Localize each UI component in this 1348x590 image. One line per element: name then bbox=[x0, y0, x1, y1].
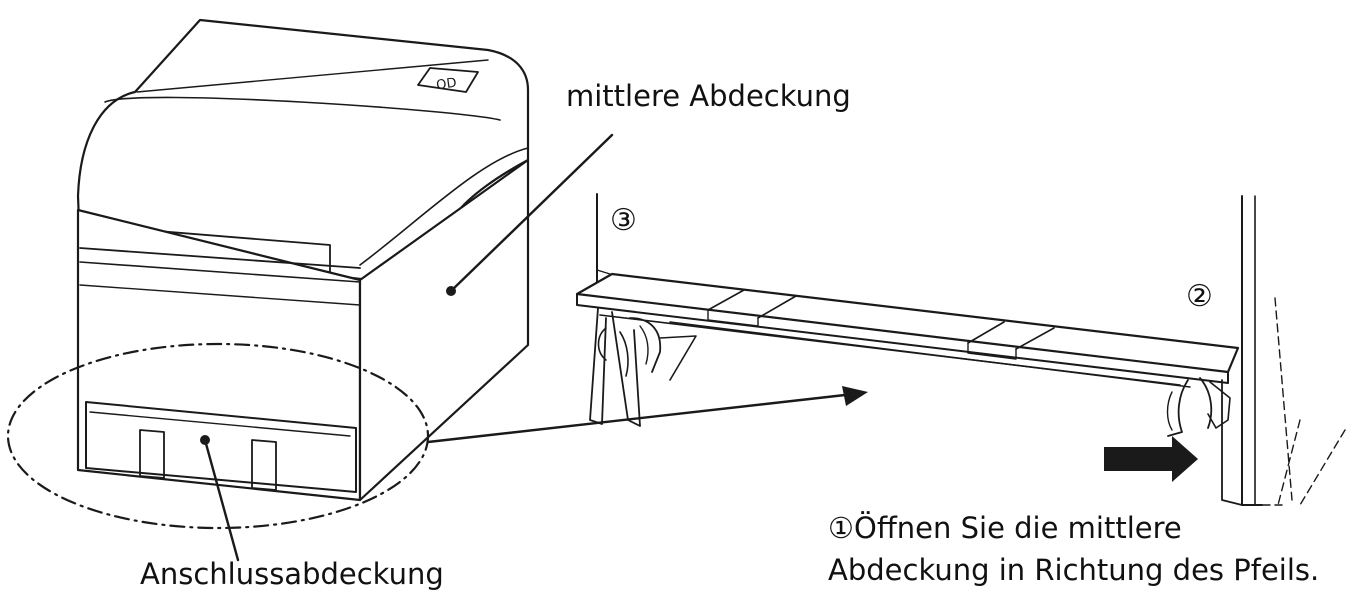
step1-line2: Abdeckung in Richtung des Pfeils. bbox=[828, 553, 1320, 587]
zoom-pointer-arrow bbox=[426, 386, 868, 444]
step-marker-2: ② bbox=[1186, 279, 1213, 314]
connector-slot-left bbox=[139, 429, 165, 479]
connector-cover-leader-line bbox=[203, 438, 240, 562]
middle-cover-leader-line bbox=[449, 133, 614, 293]
step-marker-3: ③ bbox=[610, 203, 637, 238]
svg-text:OD: OD bbox=[435, 76, 457, 94]
left-hinge bbox=[589, 307, 697, 427]
opened-cover-ghost bbox=[1274, 297, 1346, 506]
connector-slot-right bbox=[251, 439, 277, 491]
detail-illustration bbox=[575, 193, 1346, 506]
printer-top-cover bbox=[76, 18, 530, 282]
step1-line1: ①Öffnen Sie die mittlere bbox=[828, 511, 1182, 545]
middle-cover-bar bbox=[575, 272, 1240, 374]
step1-instruction: ①Öffnen Sie die mittlere Abdeckung in Ri… bbox=[828, 507, 1319, 590]
connector-cover-label: Anschlussabdeckung bbox=[140, 557, 444, 590]
connector-area-highlight bbox=[6, 342, 430, 530]
middle-cover-label: mittlere Abdeckung bbox=[566, 79, 851, 113]
connector-cover-panel bbox=[85, 401, 357, 493]
right-wall bbox=[1241, 195, 1263, 506]
printer-side bbox=[358, 158, 530, 502]
printer-illustration: OD bbox=[76, 18, 614, 562]
open-direction-arrow bbox=[1104, 436, 1198, 482]
power-button-icon: OD bbox=[417, 67, 479, 94]
right-hinge bbox=[1166, 377, 1231, 437]
